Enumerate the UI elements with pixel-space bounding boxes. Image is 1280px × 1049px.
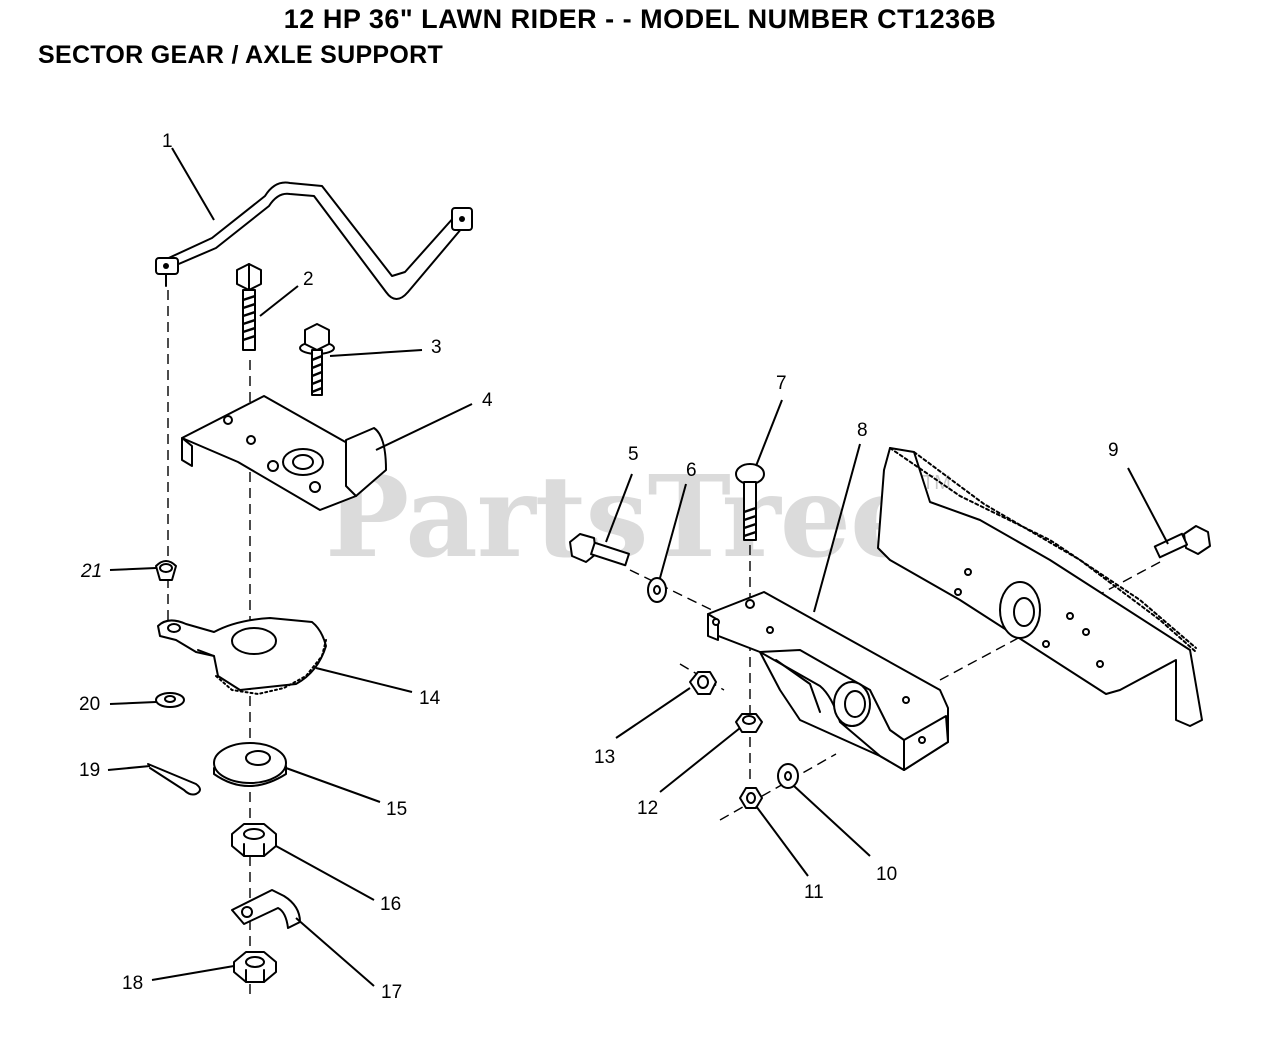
leader-4: [375, 403, 473, 451]
leader-2: [259, 285, 299, 317]
leader-17: [295, 917, 375, 987]
callout-20: 20: [79, 694, 100, 715]
callout-6: 6: [686, 460, 697, 481]
watermark-trademark: TM: [922, 472, 951, 494]
part-5-bolt[interactable]: [569, 533, 630, 567]
callout-12: 12: [637, 798, 658, 819]
diagram-subtitle: SECTOR GEAR / AXLE SUPPORT: [38, 41, 444, 69]
callout-2: 2: [303, 269, 314, 290]
part-8-axle-support[interactable]: [707, 591, 949, 771]
part-12-nut[interactable]: [735, 713, 763, 733]
callout-5: 5: [628, 444, 639, 465]
leader-13: [615, 687, 691, 739]
assembly-line-nuts: [719, 753, 837, 821]
leader-7: [755, 399, 783, 467]
part-19-cotter-pin[interactable]: [147, 763, 201, 796]
part-11-nut[interactable]: [739, 787, 763, 809]
leader-19: [107, 765, 151, 771]
callout-3: 3: [431, 337, 442, 358]
leader-11: [755, 805, 809, 877]
part-9-frame-rail: [877, 447, 1203, 727]
callout-7: 7: [776, 373, 787, 394]
leader-1: [171, 147, 215, 221]
callout-11: 11: [804, 882, 824, 903]
callout-19: 19: [79, 760, 100, 781]
callout-14: 14: [419, 688, 441, 709]
leader-10: [793, 785, 871, 857]
part-20-washer[interactable]: [155, 692, 185, 708]
part-1-drag-link[interactable]: [155, 181, 473, 300]
callout-15: 15: [386, 799, 407, 820]
part-16-nut[interactable]: [231, 823, 277, 857]
assembly-line-bolt5: [629, 569, 721, 615]
callout-1: 1: [162, 131, 173, 152]
callout-21: 21: [80, 561, 102, 582]
leader-14: [315, 667, 413, 693]
leader-3: [329, 349, 423, 357]
part-3-bolt[interactable]: [299, 323, 335, 396]
part-13-nut[interactable]: [689, 671, 717, 695]
part-2-bolt[interactable]: [236, 263, 262, 351]
part-10-washer[interactable]: [777, 763, 799, 789]
leader-8: [813, 443, 861, 613]
part-17-clamp[interactable]: [231, 889, 301, 929]
callout-13: 13: [594, 747, 615, 768]
part-6-washer[interactable]: [647, 577, 667, 603]
leader-5: [605, 473, 633, 543]
callout-10: 10: [876, 864, 897, 885]
leader-9: [1127, 467, 1169, 545]
leader-18: [151, 965, 235, 981]
callout-8: 8: [857, 420, 868, 441]
leader-6: [659, 483, 687, 579]
leader-12: [659, 727, 741, 793]
callout-4: 4: [482, 390, 493, 411]
callout-18: 18: [122, 973, 143, 994]
part-21-clip[interactable]: [155, 560, 177, 581]
callout-9: 9: [1108, 440, 1119, 461]
callout-16: 16: [380, 894, 401, 915]
leader-15: [285, 767, 381, 803]
part-4-bracket[interactable]: [181, 395, 387, 511]
part-7-carriage-bolt[interactable]: [735, 463, 765, 541]
leader-21: [109, 567, 157, 571]
part-14-sector-gear[interactable]: [157, 617, 327, 695]
diagram-title: 12 HP 36" LAWN RIDER - - MODEL NUMBER CT…: [283, 4, 997, 34]
assembly-line-bolt9: [939, 561, 1161, 681]
part-18-nut[interactable]: [233, 951, 277, 983]
part-9-bolt[interactable]: [1153, 525, 1211, 559]
callout-17: 17: [381, 982, 402, 1003]
leader-16: [275, 845, 375, 901]
part-15-spacer[interactable]: [213, 742, 287, 787]
leader-20: [109, 701, 157, 705]
